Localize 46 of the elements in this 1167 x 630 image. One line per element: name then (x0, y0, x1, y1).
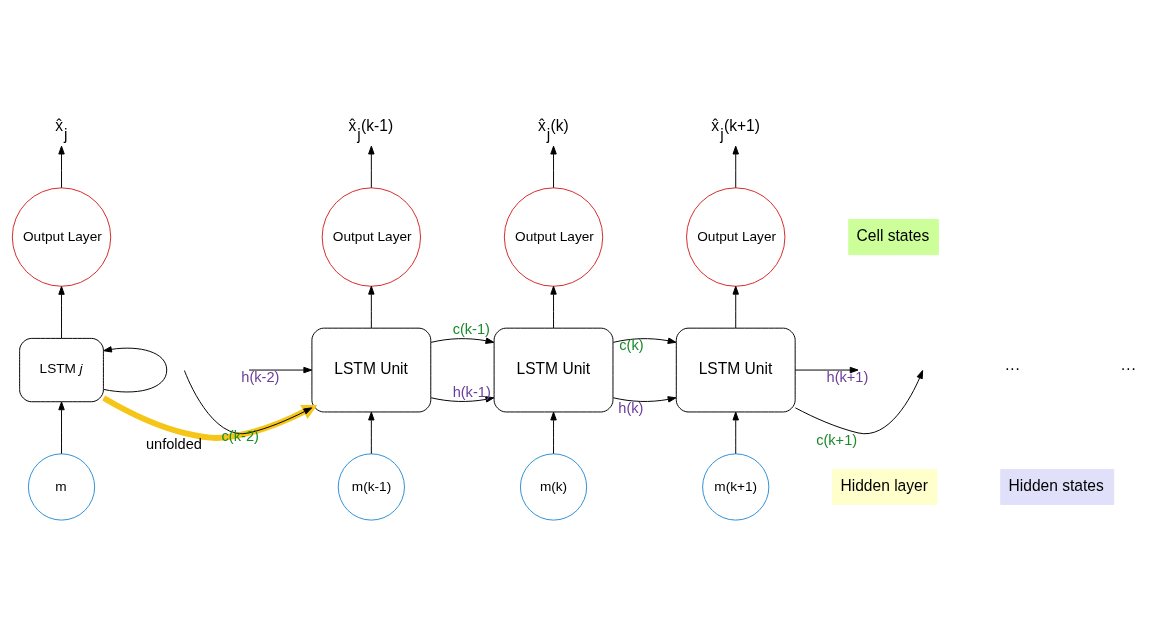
arrow (58, 145, 65, 188)
node-box: LSTM Unit (493, 327, 614, 412)
arrow (58, 400, 65, 454)
node-box: LSTM j (19, 337, 104, 402)
node-circle: m (27, 452, 96, 521)
arrow (550, 285, 557, 328)
edge-label: unfolded (145, 435, 202, 452)
node-circle: Output Layer (321, 186, 422, 287)
arrow (612, 337, 677, 344)
arrow (550, 145, 557, 188)
arrow (368, 411, 375, 454)
arrow (794, 369, 924, 434)
arrow (612, 395, 677, 402)
arrow (102, 395, 318, 441)
node-circle: m(k-1) (337, 452, 405, 521)
arrow (732, 411, 739, 454)
arrow (368, 285, 375, 328)
node-box: Cell states (848, 218, 939, 255)
arrow (58, 285, 65, 339)
arrow (248, 366, 313, 373)
node-box: Hidden layer (832, 468, 938, 505)
edge-label: h(k-2) (241, 368, 280, 385)
label: ··· (1120, 359, 1137, 377)
arrow (183, 369, 318, 434)
arrow (732, 285, 739, 328)
node-circle: m(k) (519, 452, 588, 521)
arrow (550, 411, 557, 454)
edge-label: c(k) (619, 336, 644, 353)
node-circle: Output Layer (11, 186, 112, 287)
node-box: LSTM Unit (311, 327, 432, 412)
node-box: LSTM Unit (675, 327, 796, 412)
arrow (794, 366, 859, 373)
edge-label: h(k+1) (826, 368, 869, 385)
node-circle: m(k+1) (702, 452, 770, 521)
arrow (732, 145, 739, 188)
edge-label: h(k-1) (452, 383, 491, 400)
node-circle: Output Layer (686, 186, 786, 287)
arrow (430, 337, 495, 344)
arrow (368, 145, 375, 188)
node-circle: Output Layer (503, 186, 604, 287)
arrow (103, 345, 168, 392)
node-box: Hidden states (1000, 468, 1115, 505)
edge-label: c(k+1) (816, 431, 858, 448)
label: ··· (1004, 359, 1021, 377)
edge-label: h(k) (618, 399, 644, 416)
edge-label: c(k-1) (452, 320, 490, 337)
